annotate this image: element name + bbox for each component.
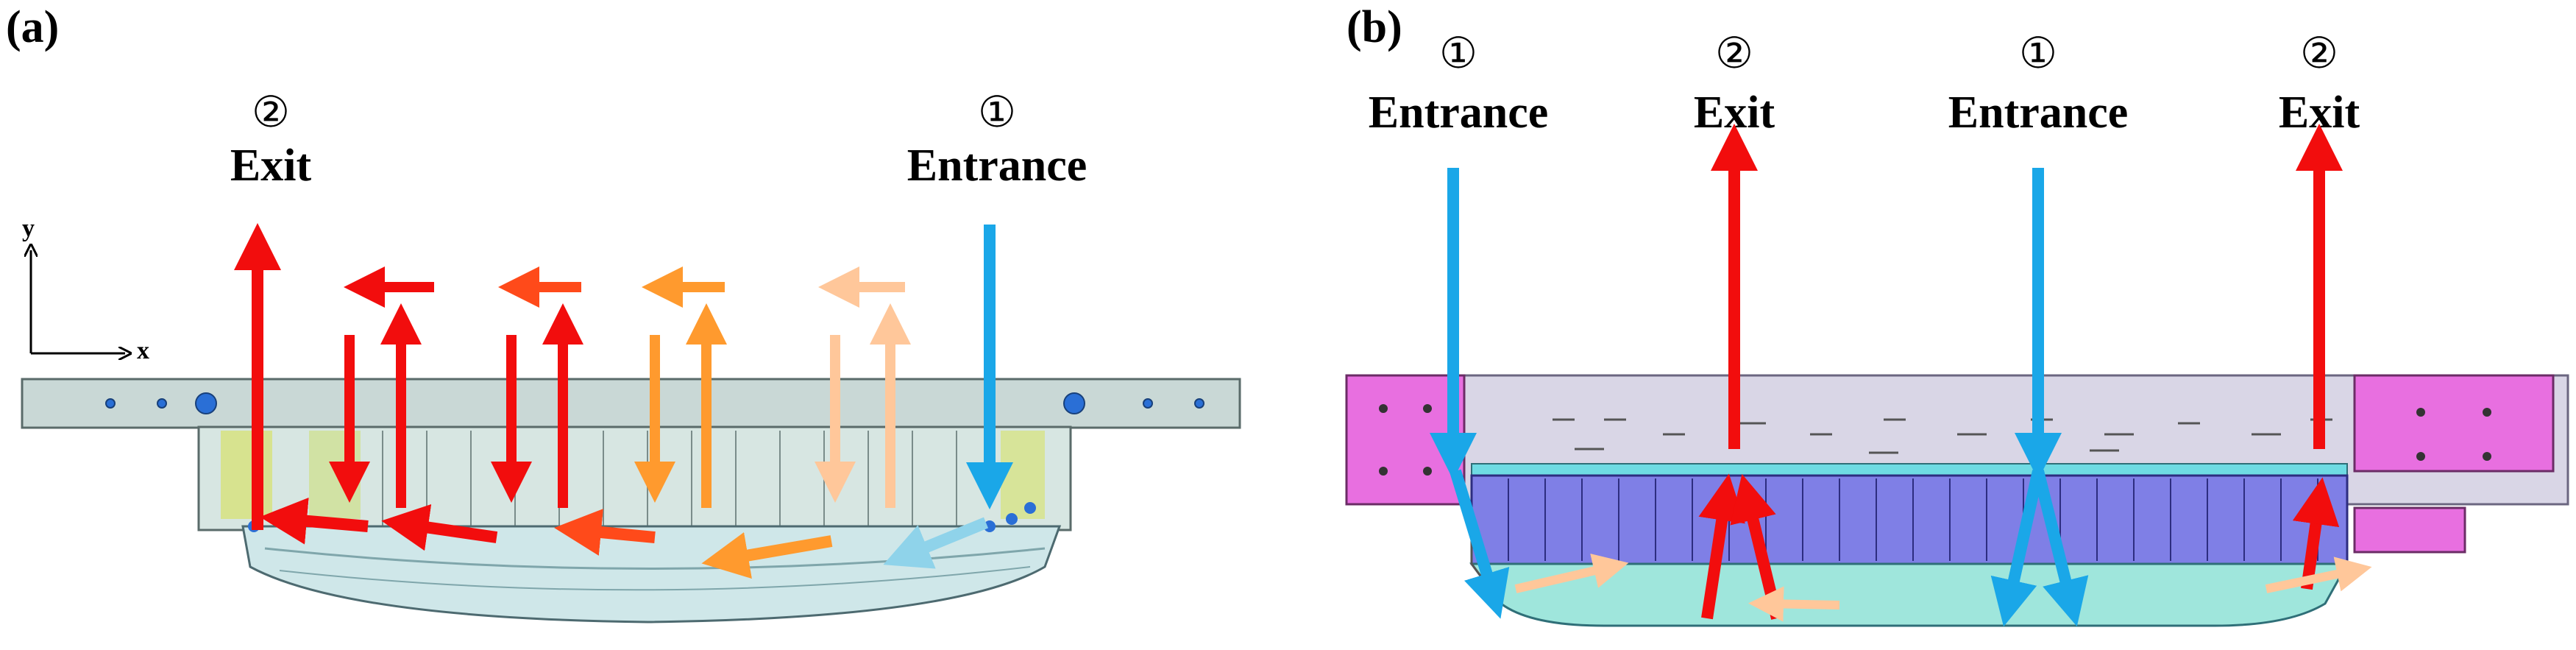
exit-label-a: Exit (230, 141, 312, 191)
battery-pack-cross-section-a (21, 223, 1241, 623)
panel-b: (b) ① Entrance ② Exit ① Entrance ② Exit (1295, 0, 2576, 650)
internal-flow-arrows-b (1450, 469, 2340, 627)
bottom-flow-arrows-a (260, 497, 989, 579)
axis-y-label: y (22, 215, 35, 242)
panel-a: (a) ② Exit ① Entrance y x (0, 0, 1280, 650)
coordinate-axes (31, 250, 125, 353)
pack-body-b (1345, 374, 2569, 627)
exit2-label-b: Exit (2278, 88, 2360, 138)
channel-flow-arrows-b (1514, 554, 2372, 622)
panel-letter-a: (a) (6, 2, 60, 52)
exit2-marker-b: ② (2300, 29, 2338, 77)
entrance2-label-b: Entrance (1948, 88, 2129, 138)
axis-x-label: x (137, 337, 149, 364)
entrance1-marker-b: ① (1439, 29, 1477, 77)
entrance-label-a: Entrance (906, 141, 1087, 191)
battery-pack-cross-section-b (1345, 124, 2569, 627)
loop-flow-arrows-a (329, 266, 911, 508)
entrance2-marker-b: ① (2019, 29, 2057, 77)
entrance1-label-b: Entrance (1368, 88, 1549, 138)
entrance-marker-a: ① (978, 88, 1016, 136)
panel-letter-b: (b) (1346, 2, 1402, 52)
exit1-marker-b: ② (1715, 29, 1753, 77)
exit-marker-a: ② (252, 88, 290, 136)
pack-body-a (21, 378, 1241, 623)
exit1-label-b: Exit (1693, 88, 1775, 138)
